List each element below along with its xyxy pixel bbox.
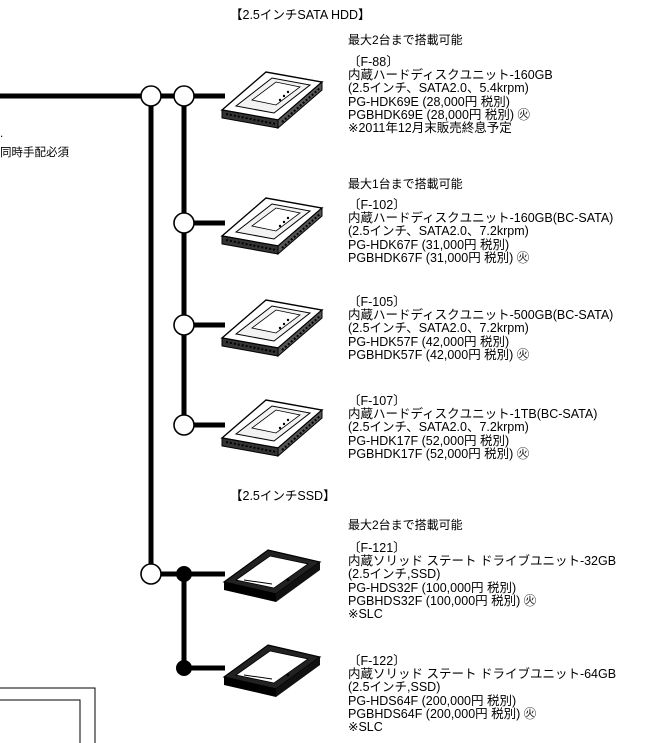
product-name: 内蔵ハードディスクユニット-160GB — [348, 68, 553, 83]
product-desc-f105: 〔F-105〕 内蔵ハードディスクユニット-500GB(BC-SATA) (2.… — [348, 295, 614, 362]
product-price: PG-HDS64F (200,000円 税別) — [348, 693, 517, 708]
note-max-units: 最大2台まで搭載可能 — [348, 518, 463, 532]
note-max-units: 最大2台まで搭載可能 — [348, 33, 463, 47]
hdd-drive-illustration — [221, 399, 323, 457]
product-price: PG-HDS32F (100,000円 税別) — [348, 580, 517, 595]
product-name: 内蔵ハードディスクユニット-160GB(BC-SATA) — [348, 211, 614, 226]
product-desc-f107: 〔F-107〕 内蔵ハードディスクユニット-1TB(BC-SATA) (2.5イ… — [348, 394, 598, 461]
junction-circle — [140, 85, 162, 107]
product-price: PG-HDK69E (28,000円 税別) — [348, 94, 510, 109]
product-price: PGBHDK57F (42,000円 税別) ㊋ — [348, 347, 530, 362]
product-code: 〔F-88〕 — [348, 55, 399, 69]
product-price: PGBHDS64F (200,000円 税別) ㊋ — [348, 706, 537, 721]
product-code: 〔F-105〕 — [348, 295, 406, 309]
product-price: PG-HDK57F (42,000円 税別) — [348, 334, 510, 349]
product-spec: (2.5インチ、SATA2.0、5.4krpm) — [348, 81, 529, 96]
product-price: PGBHDK17F (52,000円 税別) ㊋ — [348, 446, 530, 461]
product-code: 〔F-122〕 — [348, 654, 406, 668]
frame-outline — [0, 699, 81, 743]
ssd-drive-illustration — [223, 644, 321, 698]
product-name: 内蔵ソリッド ステート ドライブユニット-32GB — [348, 554, 617, 569]
product-price: PGBHDK69E (28,000円 税別) ㊋ — [348, 107, 531, 122]
product-name: 内蔵ハードディスクユニット-1TB(BC-SATA) — [348, 407, 598, 422]
hdd-drive-illustration — [221, 71, 323, 129]
product-price: PGBHDK67F (31,000円 税別) ㊋ — [348, 250, 530, 265]
product-note: ※2011年12月末販売終息予定 — [348, 120, 512, 135]
frame-outline — [0, 687, 96, 743]
product-spec: (2.5インチ、SATA2.0、7.2krpm) — [348, 420, 529, 435]
junction-circle — [140, 563, 162, 585]
junction-circle — [173, 414, 195, 436]
product-spec: (2.5インチ,SSD) — [348, 680, 441, 695]
product-note: ※SLC — [348, 606, 383, 621]
product-note: ※SLC — [348, 719, 383, 734]
product-spec: (2.5インチ,SSD) — [348, 567, 441, 582]
junction-dot — [176, 566, 192, 582]
note-max-units: 最大1台まで搭載可能 — [348, 177, 463, 191]
product-spec: (2.5インチ、SATA2.0、7.2krpm) — [348, 321, 529, 336]
left-fragment-dot: . — [0, 128, 4, 140]
junction-circle — [173, 85, 195, 107]
left-fragment-required: 同時手配必須 — [0, 147, 69, 159]
junction-dot — [176, 660, 192, 676]
product-price: PG-HDK17F (52,000円 税別) — [348, 433, 510, 448]
product-desc-f102: 〔F-102〕 内蔵ハードディスクユニット-160GB(BC-SATA) (2.… — [348, 198, 614, 265]
product-code: 〔F-121〕 — [348, 541, 406, 555]
hdd-drive-illustration — [221, 299, 323, 357]
product-desc-f121: 〔F-121〕 内蔵ソリッド ステート ドライブユニット-32GB (2.5イン… — [348, 541, 617, 621]
product-code: 〔F-102〕 — [348, 198, 406, 212]
product-name: 内蔵ハードディスクユニット-500GB(BC-SATA) — [348, 308, 614, 323]
product-price: PGBHDS32F (100,000円 税別) ㊋ — [348, 593, 537, 608]
hdd-drive-illustration — [221, 197, 323, 255]
product-name: 内蔵ソリッド ステート ドライブユニット-64GB — [348, 667, 617, 682]
product-spec: (2.5インチ、SATA2.0、7.2krpm) — [348, 224, 529, 239]
section-header-ssd: 【2.5インチSSD】 — [230, 489, 336, 503]
product-desc-f88: 〔F-88〕 内蔵ハードディスクユニット-160GB (2.5インチ、SATA2… — [348, 55, 553, 135]
product-desc-f122: 〔F-122〕 内蔵ソリッド ステート ドライブユニット-64GB (2.5イン… — [348, 654, 617, 734]
junction-circle — [173, 212, 195, 234]
ssd-drive-illustration — [223, 549, 321, 603]
junction-circle — [173, 314, 195, 336]
product-price: PG-HDK67F (31,000円 税別) — [348, 237, 510, 252]
section-header-hdd: 【2.5インチSATA HDD】 — [230, 8, 371, 22]
product-code: 〔F-107〕 — [348, 394, 406, 408]
